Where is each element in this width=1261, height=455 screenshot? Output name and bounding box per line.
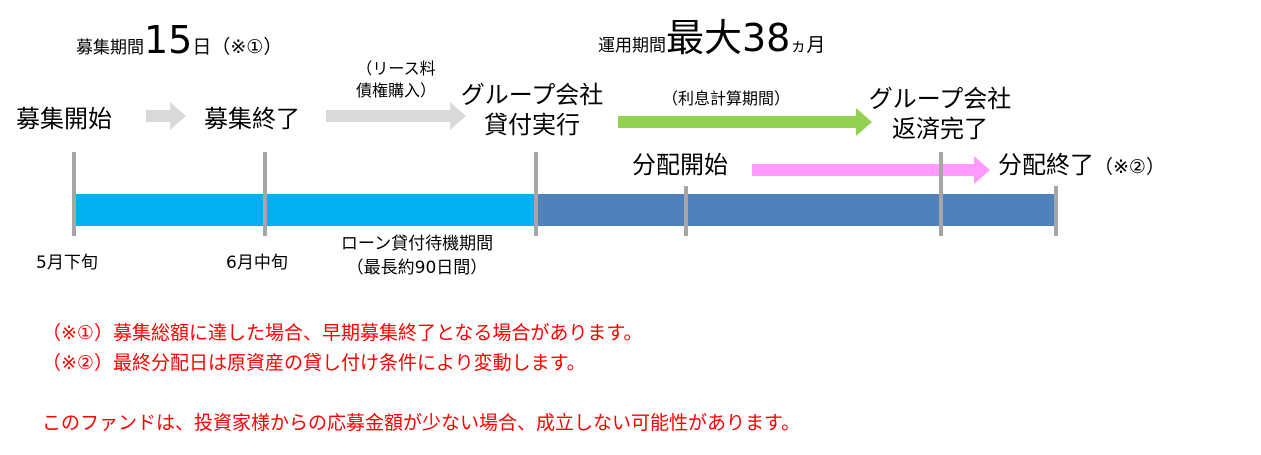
group-repay-line1: グループ会社 xyxy=(868,85,1012,113)
green-arrow-interest xyxy=(618,108,872,136)
tick-recruitment-start xyxy=(72,152,76,236)
interest-calculation-label: （利息計算期間） xyxy=(662,89,791,108)
gray-arrow-lease xyxy=(326,102,466,130)
pink-arrow-distribution xyxy=(752,156,990,184)
operation-period-small: ヵ xyxy=(790,36,807,55)
note-early-close: （※①）募集総額に達した場合、早期募集終了となる場合があります。 xyxy=(42,322,643,344)
loan-wait-period-label: ローン貸付待機期間 （最長約90日間） xyxy=(312,232,522,280)
gray-arrow-short xyxy=(146,102,186,130)
distribution-end-group: 分配終了（※②） xyxy=(998,150,1165,180)
tick-loan-execution xyxy=(534,152,538,236)
lease-purchase-line1: （リース料 xyxy=(356,59,436,78)
operation-bar xyxy=(536,194,1056,226)
note-fund-establishment: このファンドは、投資家様からの応募金額が少ない場合、成立しない可能性があります。 xyxy=(42,412,801,434)
distribution-start-label: 分配開始 xyxy=(632,151,728,179)
operation-period-suffix: 月 xyxy=(806,34,826,56)
operation-period-max: 最大38 xyxy=(666,16,791,60)
recruitment-period-header: 募集期間15日（※①） xyxy=(76,20,282,64)
mid-june-label: 6月中旬 xyxy=(226,253,288,273)
lease-purchase-label: （リース料 債権購入） xyxy=(336,58,456,102)
operation-period-prefix: 運用期間 xyxy=(598,36,666,56)
group-loan-line2: 貸付実行 xyxy=(484,111,580,139)
distribution-end-note: （※②） xyxy=(1094,156,1165,178)
loan-wait-line2: （最長約90日間） xyxy=(346,258,488,278)
operation-period-header: 運用期間最大38ヵ月 xyxy=(598,18,825,62)
recruitment-period-days: 15 xyxy=(144,18,193,62)
tick-distribution-end xyxy=(1054,186,1058,236)
lease-purchase-line2: 債権購入） xyxy=(355,81,436,100)
recruitment-end-label: 募集終了 xyxy=(204,105,300,133)
group-repayment-label: グループ会社 返済完了 xyxy=(860,84,1020,144)
group-loan-execution-label: グループ会社 貸付実行 xyxy=(452,80,612,140)
group-repay-line2: 返済完了 xyxy=(892,115,988,143)
recruitment-period-prefix: 募集期間 xyxy=(76,38,144,58)
note-final-distribution: （※②）最終分配日は原資産の貸し付け条件により変動します。 xyxy=(42,352,586,374)
distribution-end-label: 分配終了 xyxy=(998,151,1094,179)
recruitment-wait-bar xyxy=(74,194,536,226)
tick-distribution-start xyxy=(684,186,688,236)
tick-recruitment-end xyxy=(263,152,267,236)
loan-wait-line1: ローン貸付待機期間 xyxy=(340,234,494,254)
late-may-label: 5月下旬 xyxy=(36,253,98,273)
tick-repayment xyxy=(939,152,943,236)
recruitment-start-label: 募集開始 xyxy=(16,105,112,133)
recruitment-period-suffix: 日（※①） xyxy=(192,36,283,58)
group-loan-line1: グループ会社 xyxy=(460,81,604,109)
